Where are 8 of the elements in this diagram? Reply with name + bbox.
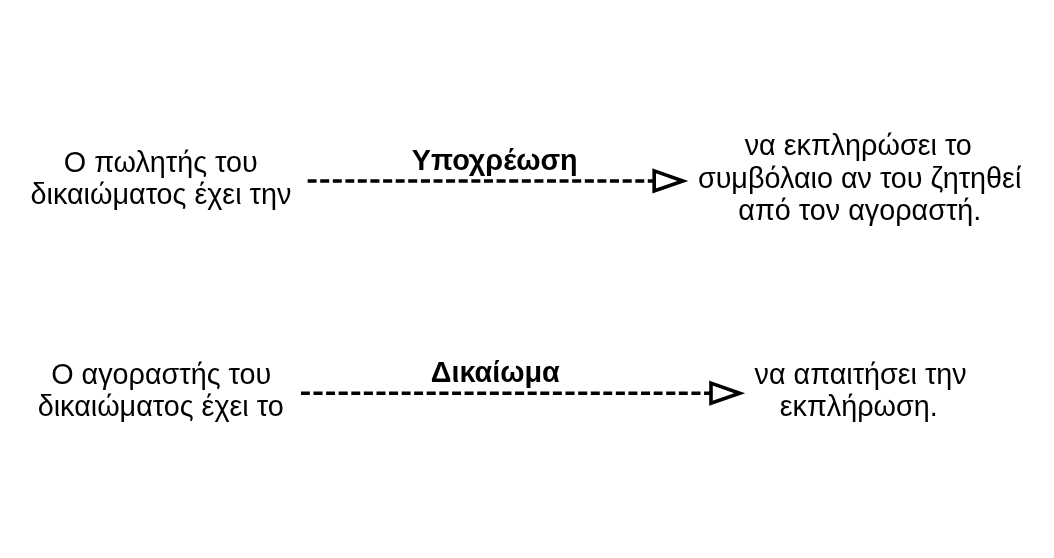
node-text: Ο αγοραστής του δικαιώματος έχει το — [37, 357, 284, 423]
node-text: να απαιτήσει την εκπλήρωση. — [754, 357, 967, 423]
edge-label: Δικαίωμα — [430, 356, 560, 389]
node-text: να εκπληρώσει το συμβόλαιο αν του ζητηθεί από τον αγοραστή. — [697, 129, 1022, 227]
edge-label: Υποχρέωση — [411, 143, 578, 176]
arrow — [301, 380, 746, 406]
node-text: Ο πωλητής του δικαιώματος έχει την — [30, 145, 292, 210]
arrow — [307, 168, 689, 194]
